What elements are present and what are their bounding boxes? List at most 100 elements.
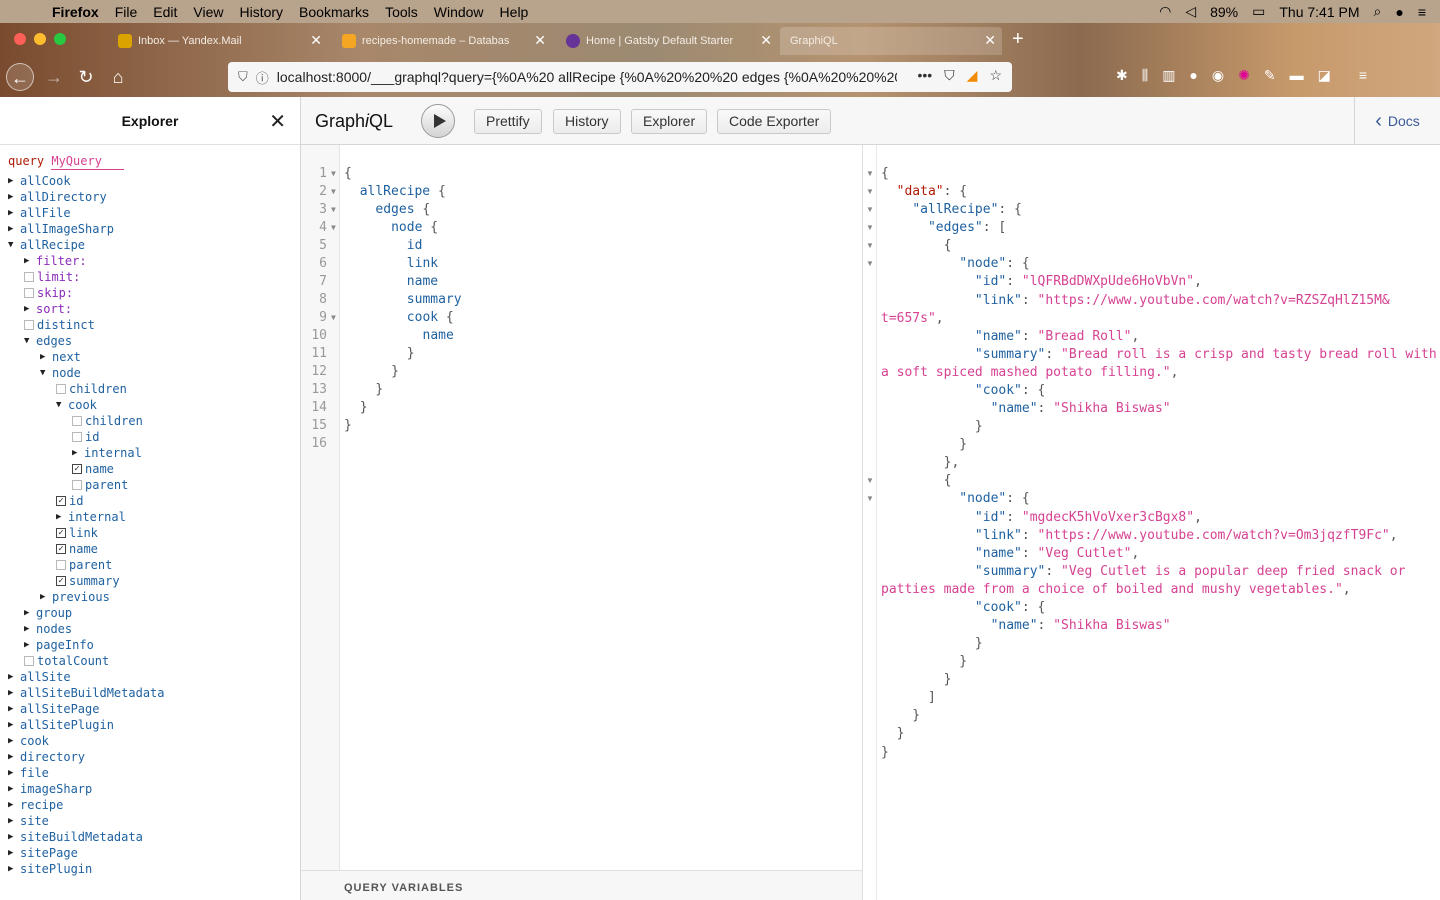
explorer-field-filter[interactable]: ▶filter: <box>8 253 300 269</box>
fold-caret-icon[interactable]: ▼ <box>866 476 874 486</box>
tracking-protection-icon[interactable]: ⛉ <box>238 69 248 84</box>
explorer-field-imagesharp[interactable]: ▶imageSharp <box>8 781 300 797</box>
menu-bookmarks[interactable]: Bookmarks <box>299 3 370 20</box>
explorer-field-allfile[interactable]: ▶allFile <box>8 205 300 221</box>
caret-right-icon[interactable]: ▶ <box>8 176 14 186</box>
explorer-field-id[interactable]: ✓id <box>8 493 300 509</box>
caret-right-icon[interactable]: ▶ <box>8 224 14 234</box>
query-code-line[interactable]: node { <box>391 220 439 235</box>
explorer-field-cook[interactable]: ▶cook <box>8 733 300 749</box>
new-tab-icon[interactable]: + <box>1012 28 1024 50</box>
explorer-field-link[interactable]: ✓link <box>8 525 300 541</box>
fold-caret-icon[interactable]: ▼ <box>866 169 874 178</box>
menu-edit[interactable]: Edit <box>153 3 178 20</box>
explorer-field-sitepage[interactable]: ▶sitePage <box>8 845 300 861</box>
notification-center-icon[interactable]: ≡ <box>1417 3 1426 20</box>
caret-right-icon[interactable]: ▶ <box>8 832 14 842</box>
caret-right-icon[interactable]: ▶ <box>8 736 14 746</box>
fold-caret-icon[interactable]: ▼ <box>331 205 336 214</box>
query-code-line[interactable]: } <box>359 400 368 415</box>
menu-hamburger-icon[interactable]: ≡ <box>1358 67 1367 83</box>
query-code-line[interactable]: name <box>422 328 454 343</box>
explorer-field-parent[interactable]: parent <box>8 557 300 573</box>
query-name-input[interactable]: MyQuery <box>51 153 124 170</box>
query-code-line[interactable]: } <box>344 418 352 433</box>
explorer-field-summary[interactable]: ✓summary <box>8 573 300 589</box>
explorer-field-allrecipe[interactable]: ▼allRecipe <box>8 237 300 253</box>
caret-right-icon[interactable]: ▶ <box>24 624 30 634</box>
close-tab-icon[interactable]: ✕ <box>984 32 996 48</box>
url-text[interactable]: localhost:8000/___graphql?query={%0A%20 … <box>276 69 897 85</box>
caret-right-icon[interactable]: ▶ <box>8 800 14 810</box>
site-info-icon[interactable]: ⓘ <box>255 70 269 86</box>
checkbox-icon[interactable] <box>24 288 34 298</box>
explorer-field-children[interactable]: children <box>8 381 300 397</box>
caret-right-icon[interactable]: ▶ <box>8 208 14 218</box>
caret-right-icon[interactable]: ▶ <box>8 784 14 794</box>
explorer-field-allcook[interactable]: ▶allCook <box>8 173 300 189</box>
query-code-line[interactable]: { <box>344 166 352 181</box>
explorer-field-pageinfo[interactable]: ▶pageInfo <box>8 637 300 653</box>
fold-caret-icon[interactable]: ▼ <box>866 494 874 504</box>
explorer-field-sitebuildmetadata[interactable]: ▶siteBuildMetadata <box>8 829 300 845</box>
extension-screenshot-icon[interactable]: ◪ <box>1317 67 1331 83</box>
spotlight-search-icon[interactable]: ⌕ <box>1373 3 1382 19</box>
query-code-line[interactable]: name <box>406 274 439 289</box>
bookmark-star-icon[interactable]: ☆ <box>989 67 1002 83</box>
close-window-button[interactable] <box>14 33 26 45</box>
menu-tools[interactable]: Tools <box>385 3 418 20</box>
menu-history[interactable]: History <box>239 3 284 20</box>
menu-help[interactable]: Help <box>499 3 529 20</box>
query-code-line[interactable]: allRecipe { <box>359 184 446 199</box>
checkbox-icon[interactable] <box>72 480 82 490</box>
explorer-field-edges[interactable]: ▼edges <box>8 333 300 349</box>
checkbox-icon[interactable] <box>72 416 82 426</box>
code-exporter-button[interactable]: Code Exporter <box>717 109 832 134</box>
caret-right-icon[interactable]: ▶ <box>8 864 14 874</box>
extension-globe-icon[interactable]: ◉ <box>1211 67 1225 83</box>
explorer-field-skip[interactable]: skip: <box>8 285 300 301</box>
query-code-line[interactable]: edges { <box>375 202 431 217</box>
library-icon[interactable]: ⫼ <box>1141 67 1149 83</box>
explorer-field-recipe[interactable]: ▶recipe <box>8 797 300 813</box>
checkbox-checked-icon[interactable]: ✓ <box>56 528 66 538</box>
caret-right-icon[interactable]: ▶ <box>8 192 14 202</box>
caret-right-icon[interactable]: ▶ <box>24 304 30 314</box>
caret-down-icon[interactable]: ▼ <box>24 336 30 346</box>
explorer-field-allsiteplugin[interactable]: ▶allSitePlugin <box>8 717 300 733</box>
sidebar-icon[interactable]: ▥ <box>1162 67 1176 83</box>
siri-icon[interactable]: ● <box>1395 3 1404 20</box>
page-actions-icon[interactable]: ••• <box>917 67 933 83</box>
fold-caret-icon[interactable]: ▼ <box>866 205 874 215</box>
extension-icon[interactable]: ◢ <box>966 67 978 83</box>
battery-percent[interactable]: 89% <box>1210 3 1239 20</box>
caret-right-icon[interactable]: ▶ <box>8 752 14 762</box>
explorer-button[interactable]: Explorer <box>631 109 708 134</box>
query-code-line[interactable]: link <box>406 256 439 271</box>
query-code-line[interactable]: id <box>406 238 423 253</box>
explorer-field-directory[interactable]: ▶directory <box>8 749 300 765</box>
caret-right-icon[interactable]: ▶ <box>56 512 62 522</box>
fold-caret-icon[interactable]: ▼ <box>331 169 336 178</box>
prettify-button[interactable]: Prettify <box>474 109 542 134</box>
explorer-field-cook[interactable]: ▼cook <box>8 397 300 413</box>
caret-right-icon[interactable]: ▶ <box>8 848 14 858</box>
caret-right-icon[interactable]: ▶ <box>8 672 14 682</box>
explorer-field-internal[interactable]: ▶internal <box>8 445 300 461</box>
back-icon[interactable]: ← <box>6 63 34 91</box>
explorer-field-limit[interactable]: limit: <box>8 269 300 285</box>
checkbox-icon[interactable] <box>72 432 82 442</box>
wifi-icon[interactable]: ◠ <box>1159 3 1172 19</box>
explorer-field-name[interactable]: ✓name <box>8 461 300 477</box>
explorer-field-allsitebuildmetadata[interactable]: ▶allSiteBuildMetadata <box>8 685 300 701</box>
caret-right-icon[interactable]: ▶ <box>8 816 14 826</box>
caret-right-icon[interactable]: ▶ <box>40 352 46 362</box>
query-variables-toggle[interactable]: QUERY VARIABLES <box>301 870 863 900</box>
fold-caret-icon[interactable]: ▼ <box>866 259 874 269</box>
query-code-line[interactable]: } <box>391 364 399 379</box>
checkbox-icon[interactable] <box>24 272 34 282</box>
menu-window[interactable]: Window <box>433 3 484 20</box>
explorer-field-node[interactable]: ▼node <box>8 365 300 381</box>
explorer-field-internal[interactable]: ▶internal <box>8 509 300 525</box>
result-divider[interactable] <box>863 145 877 900</box>
